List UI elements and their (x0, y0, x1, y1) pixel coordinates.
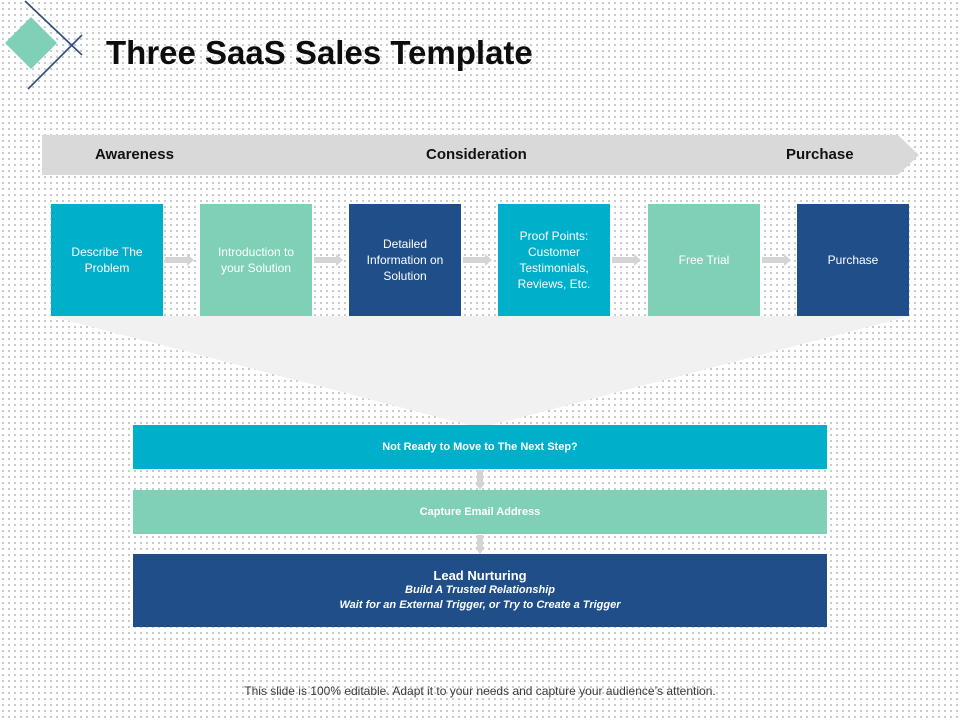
step-free-trial: Free Trial (648, 204, 760, 316)
capture-email-label: Capture Email Address (419, 506, 541, 518)
lead-nurturing-title: Lead Nurturing (433, 568, 527, 583)
lead-nurturing-line2: Wait for an External Trigger, or Try to … (339, 599, 621, 611)
arrow-right-icon (612, 254, 641, 266)
logo-diamond-icon (5, 0, 83, 90)
lead-nurturing-bar: Lead Nurturing Build A Trusted Relations… (133, 554, 827, 627)
step-purchase: Purchase (797, 204, 909, 316)
not-ready-bar: Not Ready to Move to The Next Step? (133, 425, 827, 469)
step-detailed-info: Detailed Information on Solution (349, 204, 461, 316)
capture-email-bar: Capture Email Address (133, 490, 827, 534)
arrow-right-icon (762, 254, 791, 266)
arrow-right-icon (463, 254, 492, 266)
stage-purchase: Purchase (786, 146, 854, 163)
step-introduction: Introduction to your Solution (200, 204, 312, 316)
stage-awareness: Awareness (95, 146, 174, 163)
stage-band-arrow (42, 135, 919, 175)
step-describe-problem: Describe The Problem (51, 204, 163, 316)
footer-note: This slide is 100% editable. Adapt it to… (244, 684, 716, 698)
not-ready-label: Not Ready to Move to The Next Step? (382, 441, 578, 453)
lead-nurturing-line1: Build A Trusted Relationship (405, 584, 555, 596)
arrow-right-icon (314, 254, 343, 266)
step-proof-points: Proof Points: Customer Testimonials, Rev… (498, 204, 610, 316)
arrow-right-icon (165, 254, 194, 266)
arrow-down-icon (475, 535, 485, 554)
funnel-shape (50, 316, 910, 428)
stage-consideration: Consideration (426, 146, 527, 163)
arrow-down-icon (475, 470, 485, 490)
page-title: Three SaaS Sales Template (106, 34, 533, 71)
